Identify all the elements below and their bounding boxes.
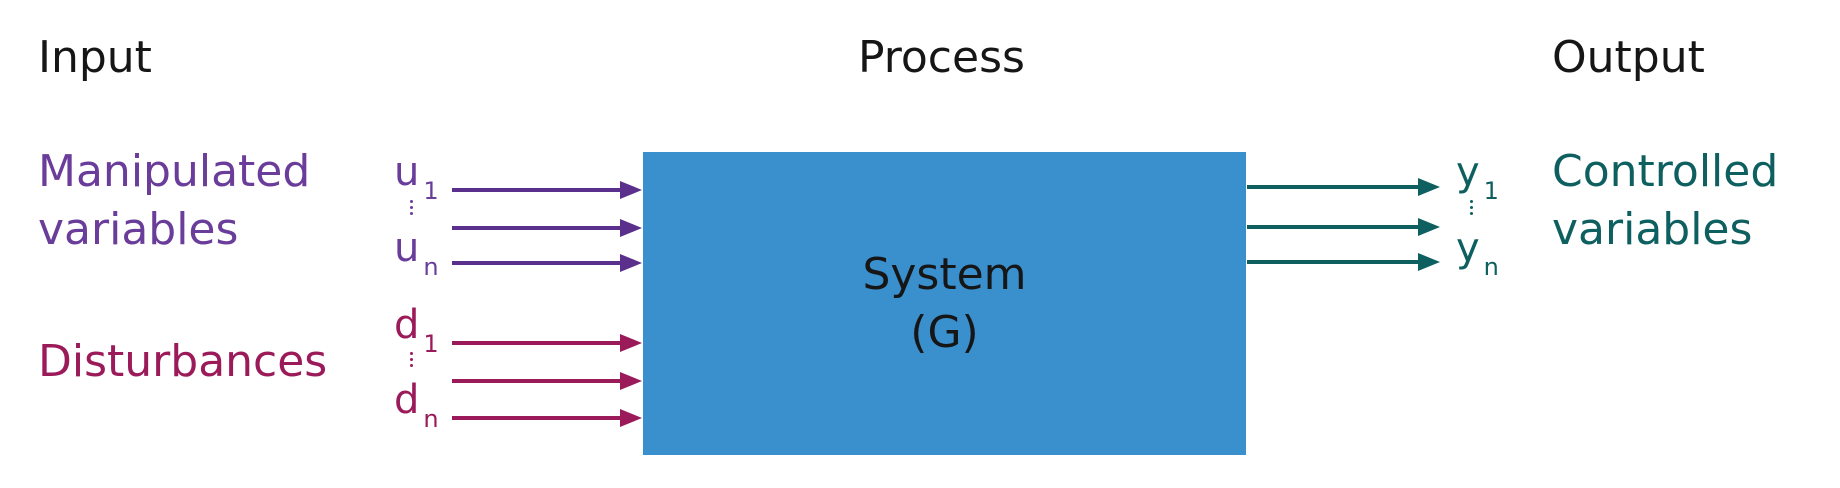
controlled-variables-label: Controlled variables xyxy=(1552,146,1779,255)
system-block: System (G) xyxy=(643,152,1246,455)
manipulated-arrows xyxy=(452,181,642,272)
input-header: Input xyxy=(38,32,152,83)
system-name: (G) xyxy=(910,306,979,358)
y-ellipsis xyxy=(1470,200,1473,218)
u-ellipsis xyxy=(410,200,413,218)
process-header: Process xyxy=(858,32,1025,83)
system-label: System xyxy=(862,248,1027,300)
output-header: Output xyxy=(1552,32,1705,83)
d-ellipsis xyxy=(410,352,413,370)
disturbance-arrows xyxy=(452,334,642,427)
manipulated-variables-label: Manipulated variables xyxy=(38,146,311,255)
controlled-arrows xyxy=(1247,178,1440,271)
disturbances-label: Disturbances xyxy=(38,336,328,387)
